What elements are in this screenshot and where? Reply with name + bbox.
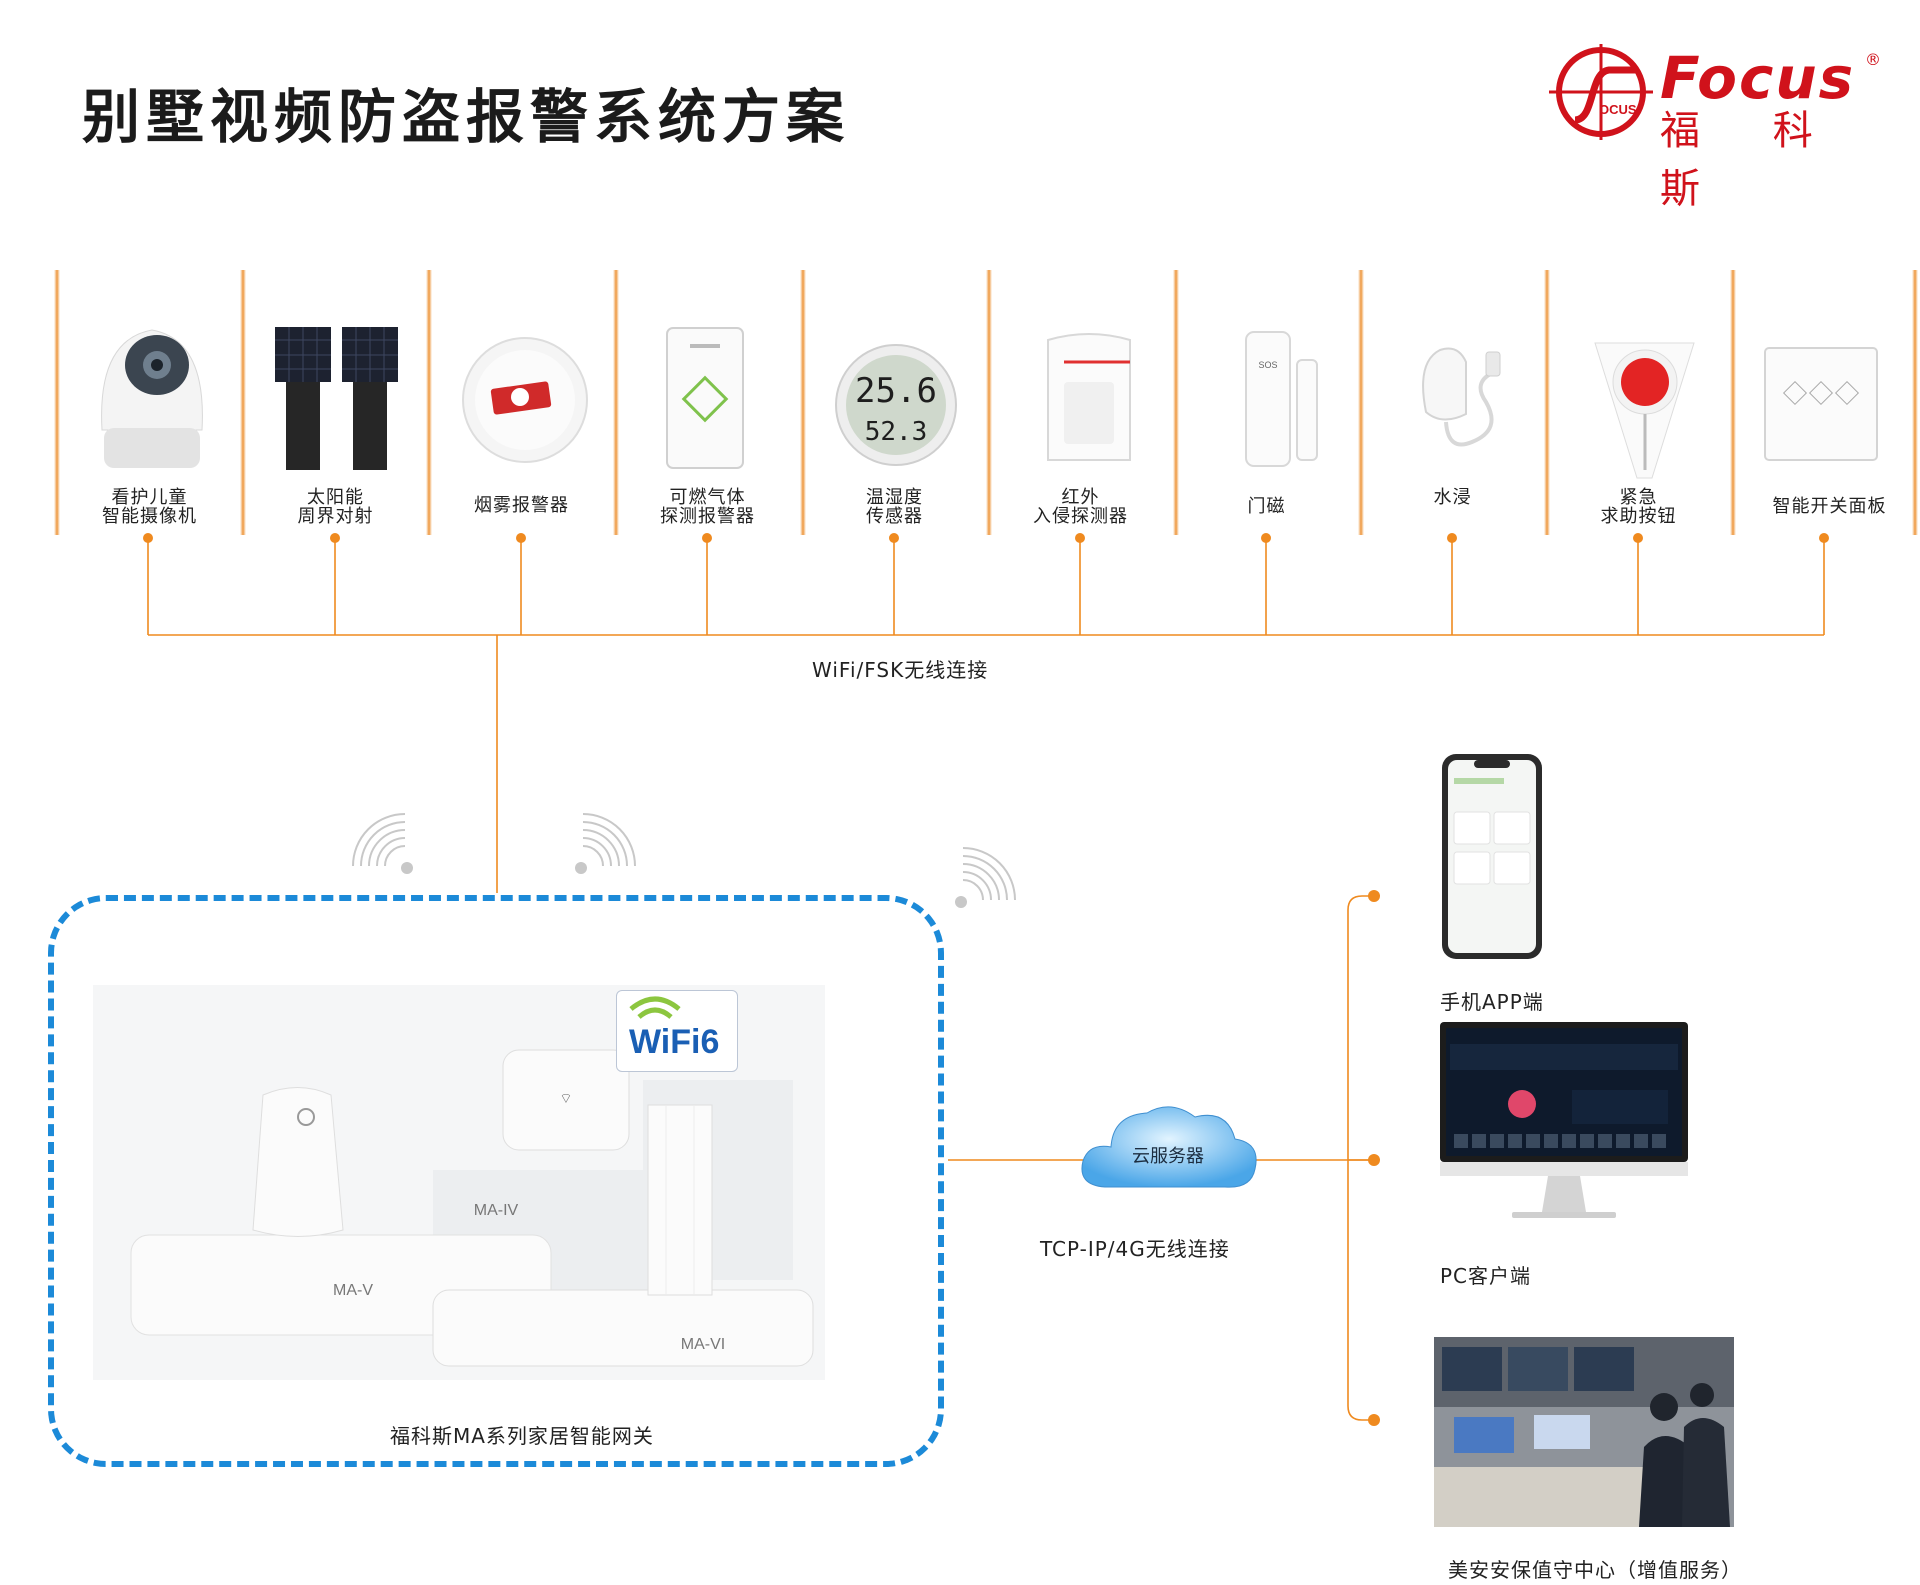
- humidity-readout: 52.3: [865, 417, 928, 447]
- device-label: 烟雾报警器: [474, 495, 569, 516]
- seal-text: OCUS: [1599, 102, 1637, 117]
- divider: [1358, 270, 1364, 535]
- device-label: 可燃气体探测报警器: [660, 487, 755, 527]
- client-label: PC客户端: [1440, 1264, 1532, 1288]
- device-label: 水浸: [1433, 487, 1472, 508]
- gateway-group: [48, 895, 944, 1467]
- temperature-readout: 25.6: [855, 371, 937, 411]
- gateway-products-image: MA-V ⌔ MA-IV MA-VI: [93, 985, 825, 1380]
- model-label: MA-VI: [681, 1336, 725, 1353]
- pir-sensor-icon: [1047, 333, 1131, 461]
- wifi-signal-icon: [352, 813, 413, 874]
- device-label: 红外入侵探测器: [1033, 487, 1128, 527]
- sos-button-icon: [1594, 342, 1695, 479]
- thermometer-icon: 25.6 52.3: [835, 344, 957, 466]
- wifi-logo-icon: [629, 996, 681, 1019]
- device-label: 太阳能周界对射: [297, 487, 374, 527]
- wifi-icon: ⌔: [559, 1091, 572, 1107]
- solar-beam-icon: [275, 327, 398, 470]
- divider: [613, 270, 619, 535]
- divider: [986, 270, 992, 535]
- divider: [426, 270, 432, 535]
- device-label: 看护儿童智能摄像机: [102, 487, 197, 527]
- gateway-caption: 福科斯MA系列家居智能网关: [390, 1424, 654, 1448]
- gas-detector-icon: [666, 327, 744, 469]
- page-title: 别墅视频防盗报警系统方案: [82, 83, 851, 151]
- wireless-link-label: WiFi/FSK无线连接: [812, 658, 989, 682]
- divider: [800, 270, 806, 535]
- divider: [1912, 270, 1918, 535]
- cloud-label: 云服务器: [1132, 1146, 1204, 1167]
- device-label: 紧急求助按钮: [1600, 487, 1677, 527]
- security-center-photo: [1434, 1337, 1734, 1527]
- model-label: MA-V: [333, 1282, 373, 1299]
- client-label: 手机APP端: [1440, 990, 1544, 1014]
- brand-name: Focus: [1660, 44, 1856, 112]
- network-link-label: TCP-IP/4G无线连接: [1040, 1237, 1230, 1261]
- divider: [1173, 270, 1179, 535]
- smartphone-icon: [1442, 754, 1542, 959]
- monitor-icon: [1440, 1022, 1688, 1218]
- divider: [54, 270, 60, 535]
- device-label: 智能开关面板: [1772, 496, 1887, 517]
- divider: [240, 270, 246, 535]
- brand-cn-name: 福 科 斯: [1660, 108, 1843, 212]
- client-label: 美安安保值守中心（增值服务）: [1448, 1558, 1742, 1582]
- sos-badge: SOS: [1258, 360, 1277, 370]
- wifi6-badge: WiFi6: [616, 990, 738, 1072]
- wifi-signal-icon: [955, 847, 1016, 908]
- smoke-detector-icon: [462, 337, 588, 463]
- focus-seal-logo: OCUS: [1549, 44, 1653, 140]
- cloud-icon: [1081, 1106, 1257, 1188]
- door-sensor-icon: SOS: [1245, 331, 1318, 467]
- brand-registered-mark: ®: [1865, 50, 1881, 69]
- divider: [1544, 270, 1550, 535]
- device-label: 温湿度传感器: [866, 487, 923, 527]
- wifi-signal-icon: [575, 813, 636, 874]
- model-label: MA-IV: [474, 1202, 519, 1219]
- water-sensor-icon: [1422, 347, 1501, 447]
- camera-icon: [101, 329, 203, 468]
- device-label: 门磁: [1247, 496, 1286, 517]
- divider: [1730, 270, 1736, 535]
- switch-panel-icon: [1764, 347, 1878, 461]
